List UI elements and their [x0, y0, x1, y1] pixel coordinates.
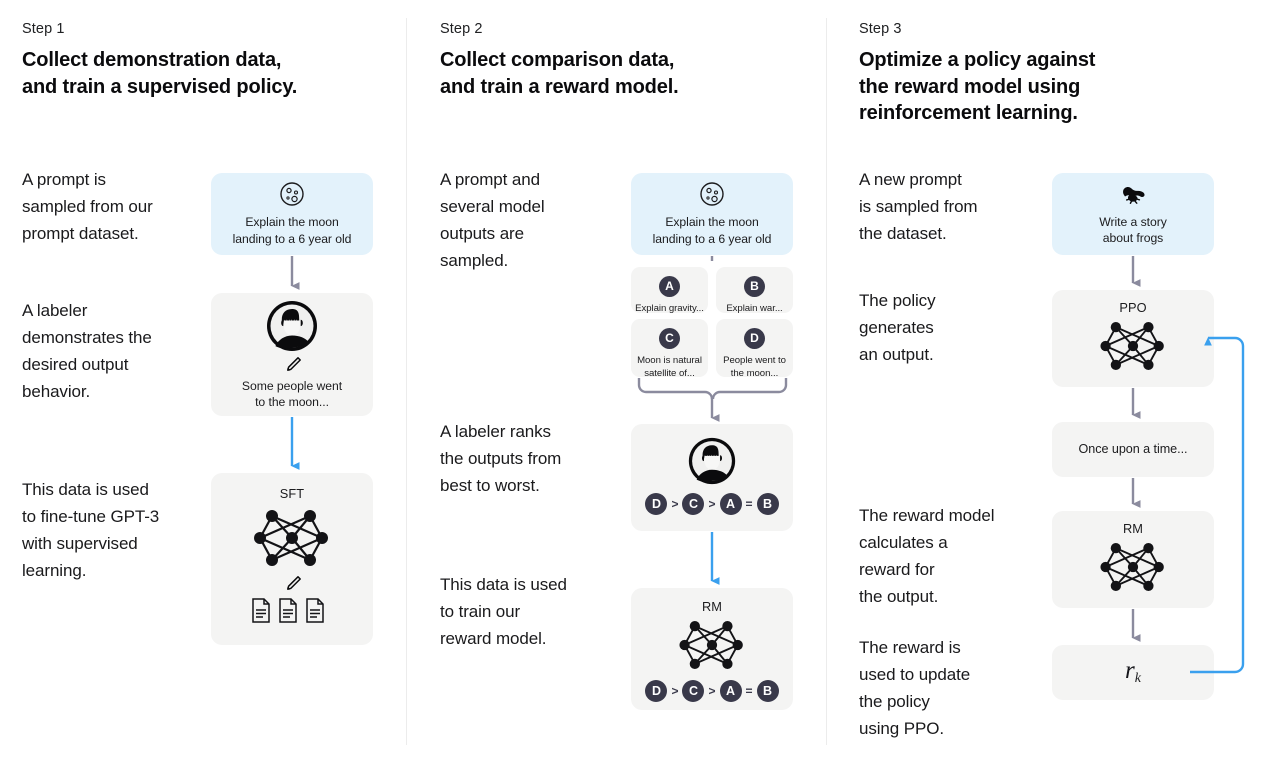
model-card-sft-title: SFT	[279, 486, 305, 501]
moon-icon	[699, 181, 725, 207]
rm-rank-op-2: >	[708, 684, 716, 698]
step-label-2: Step 2	[440, 21, 483, 37]
reward-card[interactable]: rk	[1052, 645, 1214, 700]
step-title-2: Collect comparison data, and train a rew…	[440, 49, 679, 98]
model-card-rm-step3-title: RM	[1122, 521, 1144, 536]
reward-symbol-r: r	[1125, 657, 1135, 685]
step-title-3: Optimize a policy against the reward mod…	[859, 49, 1096, 124]
step-2-paragraph-3: This data is used to train our reward mo…	[440, 575, 567, 648]
step-title-1: Collect demonstration data, and train a …	[22, 49, 298, 98]
reward-symbol-subscript: k	[1134, 671, 1141, 687]
model-card-rm-step3[interactable]: RM	[1052, 511, 1214, 608]
person-avatar-icon	[687, 436, 737, 486]
column-step-2: Step 2 Collect comparison data, and trai…	[407, 0, 826, 784]
column-divider-2	[826, 18, 827, 745]
pencil-icon	[282, 356, 302, 374]
option-badge-d: D	[744, 328, 765, 349]
neural-network-icon	[676, 618, 748, 672]
rank-op-3: =	[745, 497, 753, 511]
option-text-b: Explain war...	[726, 303, 783, 314]
step-3-paragraph-2: The policy generates an output.	[859, 291, 936, 364]
option-text-d: People went to the moon...	[723, 355, 786, 379]
option-badge-a: A	[659, 276, 680, 297]
option-text-a: Explain gravity...	[635, 303, 704, 314]
rank-badge-a: A	[719, 493, 742, 515]
option-card-a[interactable]: A Explain gravity...	[631, 267, 708, 314]
step-3-paragraph-1: A new prompt is sampled from the dataset…	[859, 170, 978, 243]
prompt-card-3-text: Write a story about frogs	[1099, 214, 1167, 246]
rm-rank-badge-a: A	[719, 680, 742, 702]
rank-badge-c: C	[682, 493, 705, 515]
option-badge-c: C	[659, 328, 680, 349]
labeler-card-1-text: Some people went to the moon...	[241, 378, 343, 410]
neural-network-icon	[250, 507, 334, 569]
step-1-paragraph-3: This data is used to fine-tune GPT-3 wit…	[22, 480, 160, 580]
labeler-rank-card[interactable]: D > C > A = B	[631, 424, 793, 531]
prompt-card-2-text: Explain the moon landing to a 6 year old	[652, 215, 772, 246]
rank-badge-b: B	[756, 493, 779, 515]
step-2-paragraph-1: A prompt and several model outputs are s…	[440, 170, 545, 270]
rm-rank-op-3: =	[745, 684, 753, 698]
prompt-card-1[interactable]: Explain the moon landing to a 6 year old	[211, 173, 373, 255]
rank-op-1: >	[671, 497, 679, 511]
column-divider-1	[406, 18, 407, 745]
frog-icon	[1117, 182, 1149, 206]
pencil-icon	[282, 575, 302, 593]
column-step-3: Step 3 Optimize a policy against the rew…	[827, 0, 1280, 784]
ranking-row-labeler: D > C > A = B	[645, 493, 779, 515]
step-label-1: Step 1	[22, 21, 65, 37]
model-card-sft[interactable]: SFT	[211, 473, 373, 645]
documents-icon	[250, 598, 334, 624]
rank-badge-d: D	[645, 493, 668, 515]
option-text-c: Moon is natural satellite of...	[637, 355, 702, 379]
rm-rank-badge-c: C	[682, 680, 705, 702]
step-1-paragraph-2: A labeler demonstrates the desired outpu…	[22, 301, 152, 401]
reward-symbol: rk	[1125, 657, 1141, 687]
step-label-3: Step 3	[859, 21, 902, 37]
rm-rank-badge-b: B	[756, 680, 779, 702]
labeler-card-1[interactable]: Some people went to the moon...	[211, 293, 373, 416]
model-card-ppo[interactable]: PPO	[1052, 290, 1214, 387]
neural-network-icon	[1097, 319, 1169, 373]
moon-icon	[279, 181, 305, 207]
rank-op-2: >	[708, 497, 716, 511]
output-card-text: Once upon a time...	[1078, 442, 1188, 457]
step-2-paragraph-2: A labeler ranks the outputs from best to…	[440, 422, 562, 495]
option-badge-b: B	[744, 276, 765, 297]
model-card-rm-step2-title: RM	[701, 599, 723, 614]
prompt-card-3[interactable]: Write a story about frogs	[1052, 173, 1214, 255]
option-card-b[interactable]: B Explain war...	[716, 267, 793, 314]
model-card-ppo-title: PPO	[1119, 300, 1147, 315]
prompt-card-1-text: Explain the moon landing to a 6 year old	[232, 215, 352, 246]
neural-network-icon	[1097, 540, 1169, 594]
prompt-card-2[interactable]: Explain the moon landing to a 6 year old	[631, 173, 793, 255]
step-3-paragraph-3: The reward model calculates a reward for…	[859, 506, 995, 606]
person-avatar-icon	[265, 299, 319, 353]
step-1-paragraph-1: A prompt is sampled from our prompt data…	[22, 170, 153, 243]
rm-rank-badge-d: D	[645, 680, 668, 702]
option-card-d[interactable]: D People went to the moon...	[716, 319, 793, 379]
step-3-paragraph-4: The reward is used to update the policy …	[859, 638, 971, 738]
column-step-1: Step 1 Collect demonstration data, and t…	[0, 0, 406, 784]
output-card[interactable]: Once upon a time...	[1052, 422, 1214, 477]
option-card-c[interactable]: C Moon is natural satellite of...	[631, 319, 708, 379]
model-card-rm-step2[interactable]: RM D	[631, 588, 793, 710]
rm-rank-op-1: >	[671, 684, 679, 698]
ranking-row-rm: D > C > A = B	[645, 680, 779, 702]
